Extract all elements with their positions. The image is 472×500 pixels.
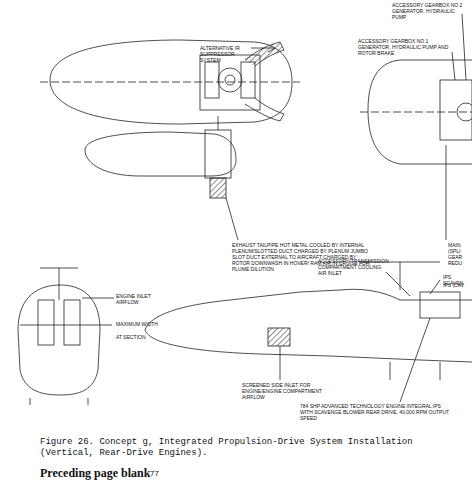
leader-line	[82, 298, 114, 299]
callout-label: ACCESSORY GEARBOX NO 1 GENERATOR, HYDRAU…	[358, 38, 458, 56]
callout-label: AT SECTION	[116, 334, 176, 340]
fuselage-side	[85, 132, 236, 176]
engine-right	[241, 62, 255, 98]
leader-line	[430, 280, 440, 294]
engine-left	[205, 62, 219, 98]
dimension-line	[20, 325, 112, 326]
leader-line	[226, 198, 238, 240]
callout-label: SCREENED SIDE INLET FOR ENGINE/ENGINE CO…	[242, 382, 332, 400]
leader-line	[400, 318, 430, 402]
mast	[59, 268, 60, 300]
rotor-hub	[225, 75, 235, 85]
fuselage-section	[18, 285, 100, 395]
leader-line	[280, 346, 281, 380]
gear	[30, 398, 31, 405]
gearbox	[218, 68, 242, 92]
screened-inlet	[268, 328, 290, 346]
callout-label: ENGINE INLET AIRFLOW	[116, 293, 160, 305]
gear	[440, 362, 441, 380]
callout-label: MAIN (SPLI GEAR REDU	[448, 242, 470, 266]
leader-line	[251, 48, 275, 49]
gear-hub	[457, 103, 472, 121]
gear	[88, 398, 89, 405]
callout-label: MAXIMUM WIDTH	[116, 321, 176, 327]
exhaust-duct	[245, 98, 284, 121]
leader-line	[268, 48, 275, 52]
mast	[218, 116, 219, 130]
engine-section-left	[38, 300, 54, 345]
fuselage-side-lower	[145, 289, 472, 362]
centerline	[360, 112, 472, 113]
engine-section-right	[64, 300, 80, 345]
gear	[390, 362, 391, 380]
leader-line	[386, 272, 410, 296]
centerline	[40, 82, 300, 83]
engine-side	[205, 130, 231, 178]
engine-side-lower	[420, 292, 460, 318]
page-note: Preceding page blank	[40, 466, 210, 480]
figure-caption: Figure 26. Concept g, Integrated Propuls…	[40, 437, 440, 460]
callout-label: 784 SHP ADVANCED TECHNOLOGY ENGINE INTEG…	[300, 403, 450, 421]
main-gear	[440, 80, 472, 140]
leader-line	[446, 145, 447, 240]
leader-line	[462, 14, 466, 80]
callout-label: ALTERNATIVE IR SUPPRESSOR SYSTEM	[200, 45, 250, 63]
ir-suppressor	[245, 42, 284, 66]
tailpipe	[210, 178, 226, 198]
page-note: 77	[150, 469, 180, 479]
callout-label: IPS (CAV	[443, 282, 470, 288]
callout-label: ACCESSORY GEARBOX NO 2 GENERATOR, HYDRAU…	[392, 2, 470, 20]
callout-label: ACCESSORY/TRANSMISSION COMPARTMENT COOLI…	[318, 258, 386, 276]
rotor	[40, 268, 78, 269]
leader-line	[452, 52, 455, 80]
